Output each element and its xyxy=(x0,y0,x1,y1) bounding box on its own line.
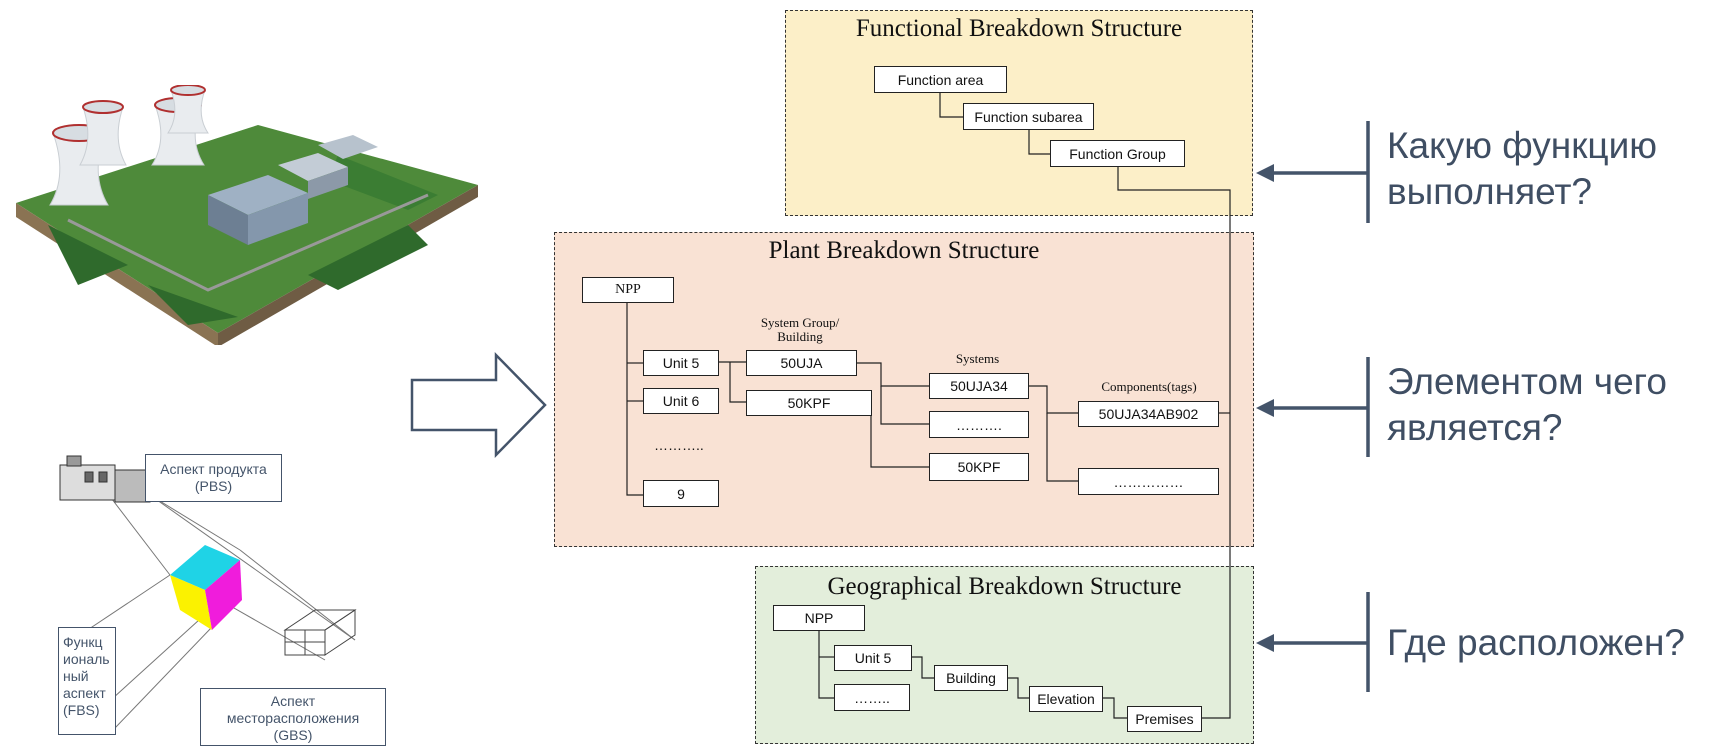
question-location: Где расположен? xyxy=(1387,622,1685,663)
sg-50kpf-box: 50KPF xyxy=(746,390,872,416)
aspect-gbs-label: Аспект месторасположения (GBS) xyxy=(200,688,386,746)
pbs-unit5-box: Unit 5 xyxy=(643,350,719,376)
comp-50uja34ab902-box: 50UJA34AB902 xyxy=(1078,401,1219,427)
gbs-npp-box: NPP xyxy=(773,605,865,631)
function-group-box: Function Group xyxy=(1050,140,1185,167)
pbs-npp-box: NPP xyxy=(582,277,674,303)
function-area-box: Function area xyxy=(874,66,1007,93)
gbs-title: Geographical Breakdown Structure xyxy=(827,573,1182,600)
components-label: Components(tags) xyxy=(1101,379,1197,394)
right-arrow-icon xyxy=(410,351,547,459)
sys-50uja34-box: 50UJA34 xyxy=(929,373,1029,399)
cube-right xyxy=(205,560,242,630)
comp-ellipsis-box: …………… xyxy=(1078,468,1219,495)
fbs-title: Functional Breakdown Structure xyxy=(855,15,1183,42)
nuclear-plant-illustration xyxy=(16,85,478,345)
system-group-label: System Group/ Building xyxy=(760,315,840,344)
gbs-premises-box: Premises xyxy=(1127,706,1202,732)
gbs-unit5-box: Unit 5 xyxy=(834,645,912,671)
sg-50uja-box: 50UJA xyxy=(746,350,857,376)
aspect-pbs-label: Аспект продукта (PBS) xyxy=(145,454,282,502)
fbs-panel: Functional Breakdown Structure xyxy=(785,10,1253,216)
systems-label: Systems xyxy=(955,351,1000,366)
sys-ellipsis-box: ………. xyxy=(929,411,1029,438)
gbs-building-box: Building xyxy=(934,665,1008,691)
pbs-units-ellipsis: ……….. xyxy=(654,437,704,453)
question-element-of: Элементом чего является? xyxy=(1387,361,1667,448)
cube-left xyxy=(170,575,212,630)
pbs-unit6-box: Unit 6 xyxy=(643,388,719,414)
gbs-ellipsis-box: …….. xyxy=(834,684,910,711)
aspect-cube-diagram xyxy=(59,455,357,729)
factory-icon xyxy=(59,455,151,503)
gbs-elevation-box: Elevation xyxy=(1029,686,1103,712)
aspect-fbs-label: Функц иональ ный аспект (FBS) xyxy=(58,627,116,735)
cube-top xyxy=(170,545,240,590)
sys-50kpf-box: 50KPF xyxy=(929,453,1029,481)
pbs-unit9-box: 9 xyxy=(643,480,719,507)
grid-box-icon xyxy=(283,609,357,656)
function-subarea-box: Function subarea xyxy=(963,103,1094,130)
pbs-title: Plant Breakdown Structure xyxy=(768,237,1040,264)
question-function: Какую функцию выполняет? xyxy=(1387,125,1658,212)
